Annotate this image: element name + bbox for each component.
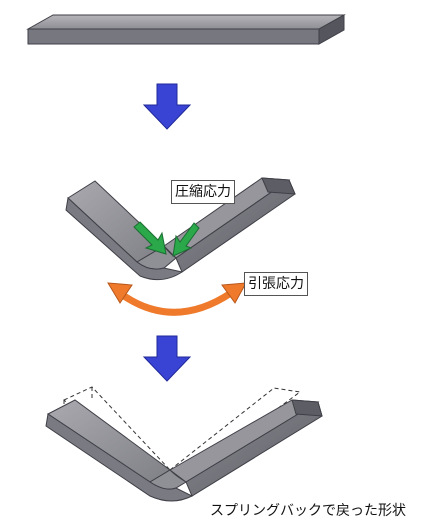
tensile-stress-label: 引張応力 [244,272,308,296]
tension-arrow-icon [107,282,247,316]
down-arrow-icon [142,335,192,382]
compressive-stress-label: 圧縮応力 [171,180,235,204]
flat-plate [26,14,346,45]
caption: スプリングバックで戻った形状 [210,503,406,519]
down-arrow-icon [142,83,192,130]
springback-plate [45,386,323,502]
compress-arrow-icon [133,221,200,257]
